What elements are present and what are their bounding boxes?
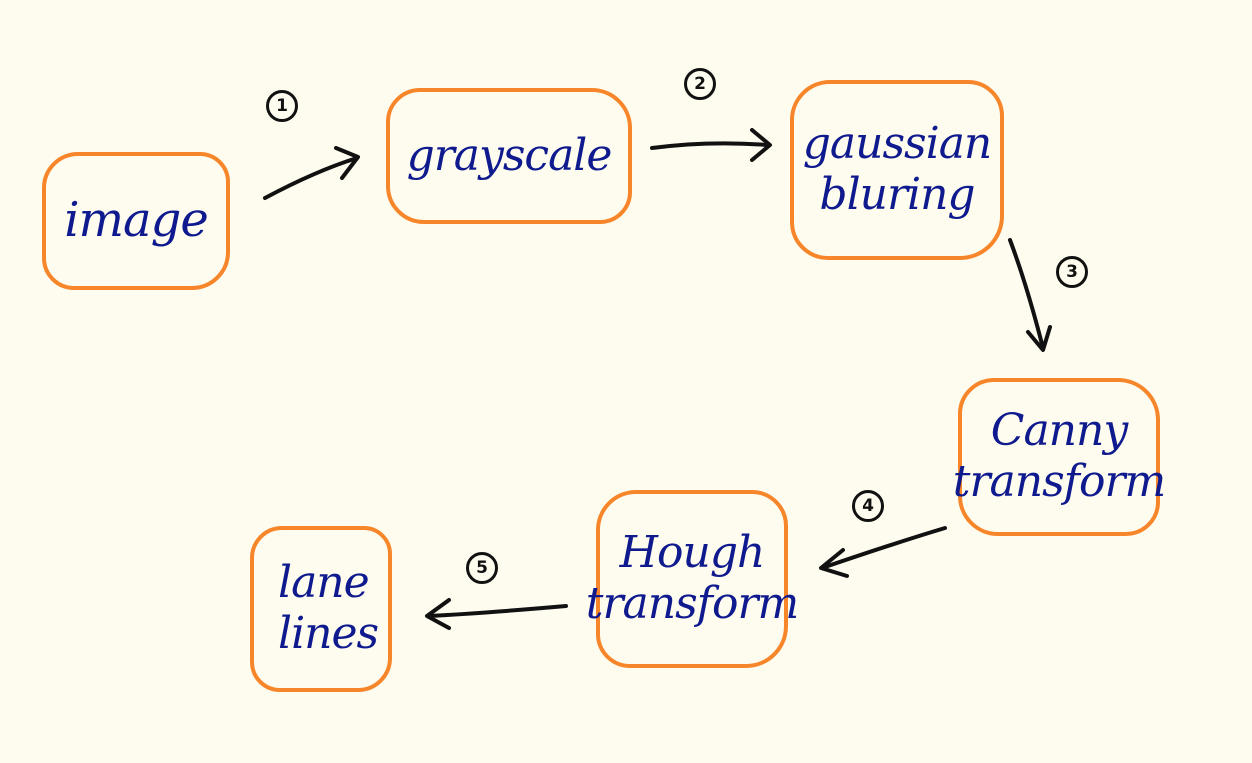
- node-label: image: [64, 192, 209, 249]
- node-label: lane: [278, 557, 370, 609]
- node-label: Hough: [619, 527, 766, 579]
- step-number-badge: 1: [266, 90, 298, 122]
- step-number-badge: 4: [852, 490, 884, 522]
- node-label: bluring: [819, 169, 975, 220]
- node-label: grayscale: [406, 129, 613, 181]
- step-number-badge: 2: [684, 68, 716, 100]
- node-label: lines: [278, 608, 379, 659]
- node-label: transform: [952, 456, 1166, 507]
- step-number-badge: 5: [466, 552, 498, 584]
- edge-grayscale-to-gaussian: [650, 128, 772, 162]
- edge-canny-to-hough: [819, 526, 947, 578]
- edge-hough-to-lane: [425, 598, 568, 630]
- node-hough-transform: Hough transform: [586, 490, 799, 668]
- node-image: image: [42, 152, 230, 290]
- node-label: transform: [585, 578, 799, 629]
- edge-image-to-grayscale: [263, 146, 360, 200]
- step-number-badge: 3: [1056, 256, 1088, 288]
- node-canny-transform: Canny transform: [953, 378, 1166, 536]
- node-lane-lines: lane lines: [250, 526, 392, 692]
- node-label: gaussian: [802, 118, 993, 170]
- node-label: Canny: [990, 405, 1128, 457]
- node-grayscale: grayscale: [386, 88, 632, 224]
- node-gaussian-bluring: gaussian bluring: [790, 80, 1004, 260]
- edge-gaussian-to-canny: [1008, 238, 1052, 352]
